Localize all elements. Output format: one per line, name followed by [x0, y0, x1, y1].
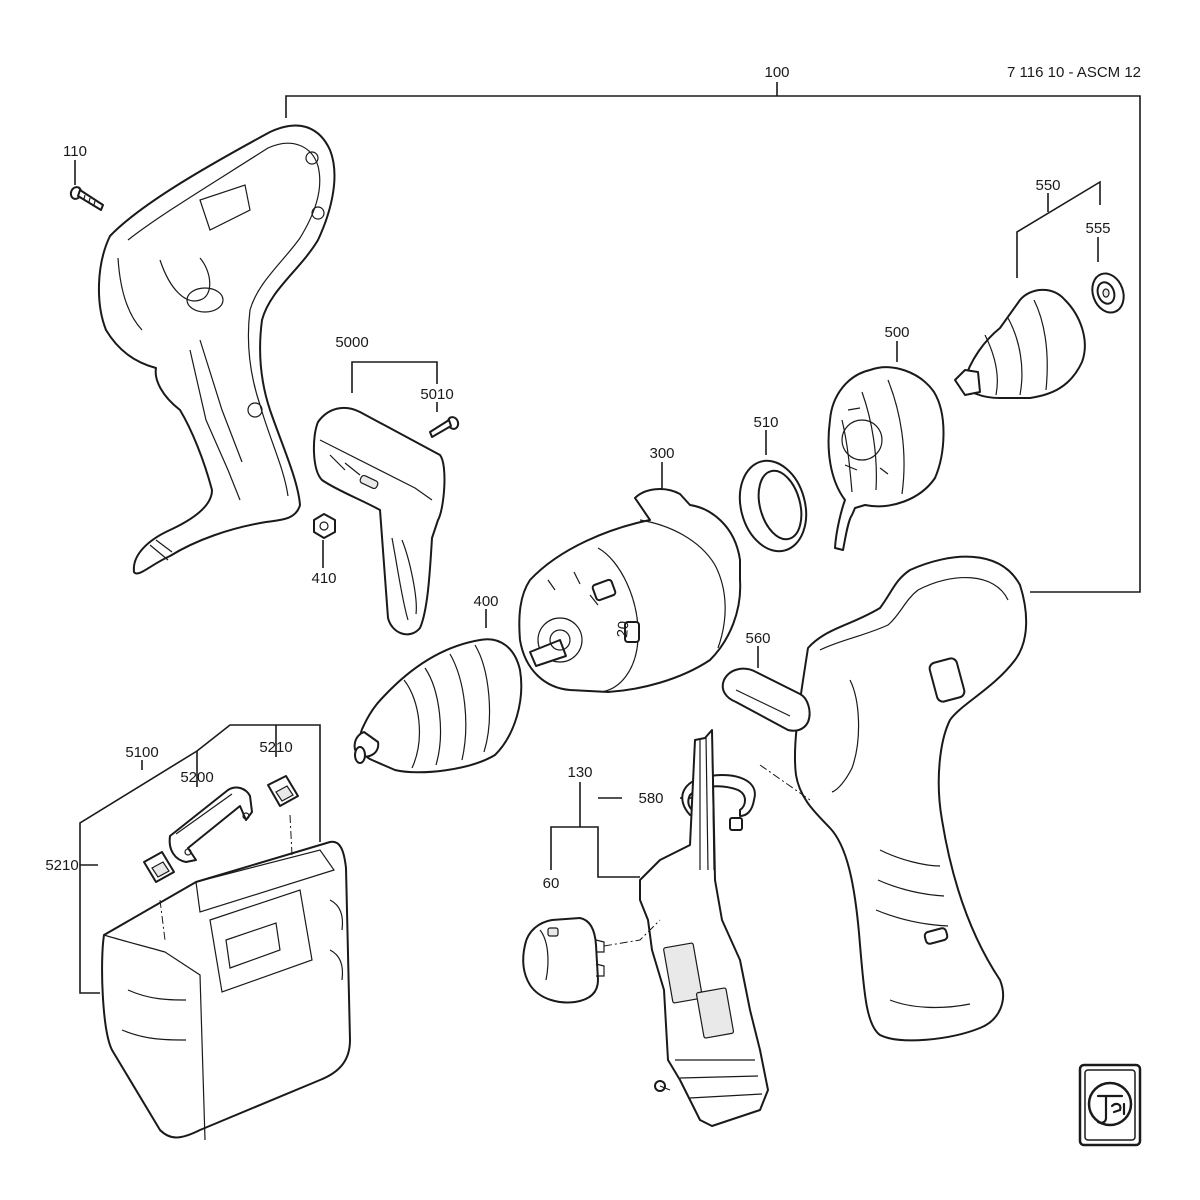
part-left-housing: [98, 124, 336, 575]
callout-5100: 5100: [125, 744, 158, 761]
callout-5210-upper: 5210: [259, 739, 292, 756]
fein-logo: [1078, 1063, 1142, 1147]
callout-60: 60: [543, 875, 560, 892]
callout-5200: 5200: [180, 769, 213, 786]
part-5210-latch-lower: [143, 851, 175, 883]
leader-lines: [74, 82, 1141, 994]
part-5010-screw: [429, 416, 460, 438]
part-5200-handle: [168, 786, 253, 863]
part-300-gearbox: 20: [518, 488, 742, 693]
part-right-housing: [759, 555, 1028, 1042]
callout-130: 130: [567, 764, 592, 781]
callout-400: 400: [473, 593, 498, 610]
part-5100-case: [101, 814, 351, 1141]
callout-555: 555: [1085, 220, 1110, 237]
callout-560: 560: [745, 630, 770, 647]
callout-580: 580: [638, 790, 663, 807]
part-560-switch: [721, 667, 811, 732]
callout-510: 510: [753, 414, 778, 431]
callout-5210-lower: 5210: [45, 857, 78, 874]
part-130-electronics: [603, 729, 769, 1127]
part-labels: 100 110 130 300 400 410 500 510 550 555 …: [45, 64, 1110, 892]
part-5000-belt-clip: [312, 406, 446, 636]
callout-5000: 5000: [335, 334, 368, 351]
callout-410: 410: [311, 570, 336, 587]
part-555-bearing: [1091, 272, 1125, 314]
part-400-chuck: [353, 638, 523, 774]
part-60-direction-switch: [522, 917, 605, 1004]
callout-100: 100: [764, 64, 789, 81]
part-510-ring: [738, 459, 808, 553]
document-id: 7 116 10 - ASCM 12: [1007, 64, 1141, 81]
callout-5010: 5010: [420, 386, 453, 403]
part-550-armature: [954, 288, 1086, 399]
callout-300: 300: [649, 445, 674, 462]
callout-500: 500: [884, 324, 909, 341]
part-5210-latch-upper: [267, 775, 299, 807]
callout-550: 550: [1035, 177, 1060, 194]
part-410-nut: [313, 513, 336, 539]
callout-110: 110: [63, 143, 87, 160]
part-110-screw: [69, 186, 104, 211]
svg-text:20: 20: [614, 620, 632, 638]
part-500-motor-housing: [827, 366, 945, 551]
